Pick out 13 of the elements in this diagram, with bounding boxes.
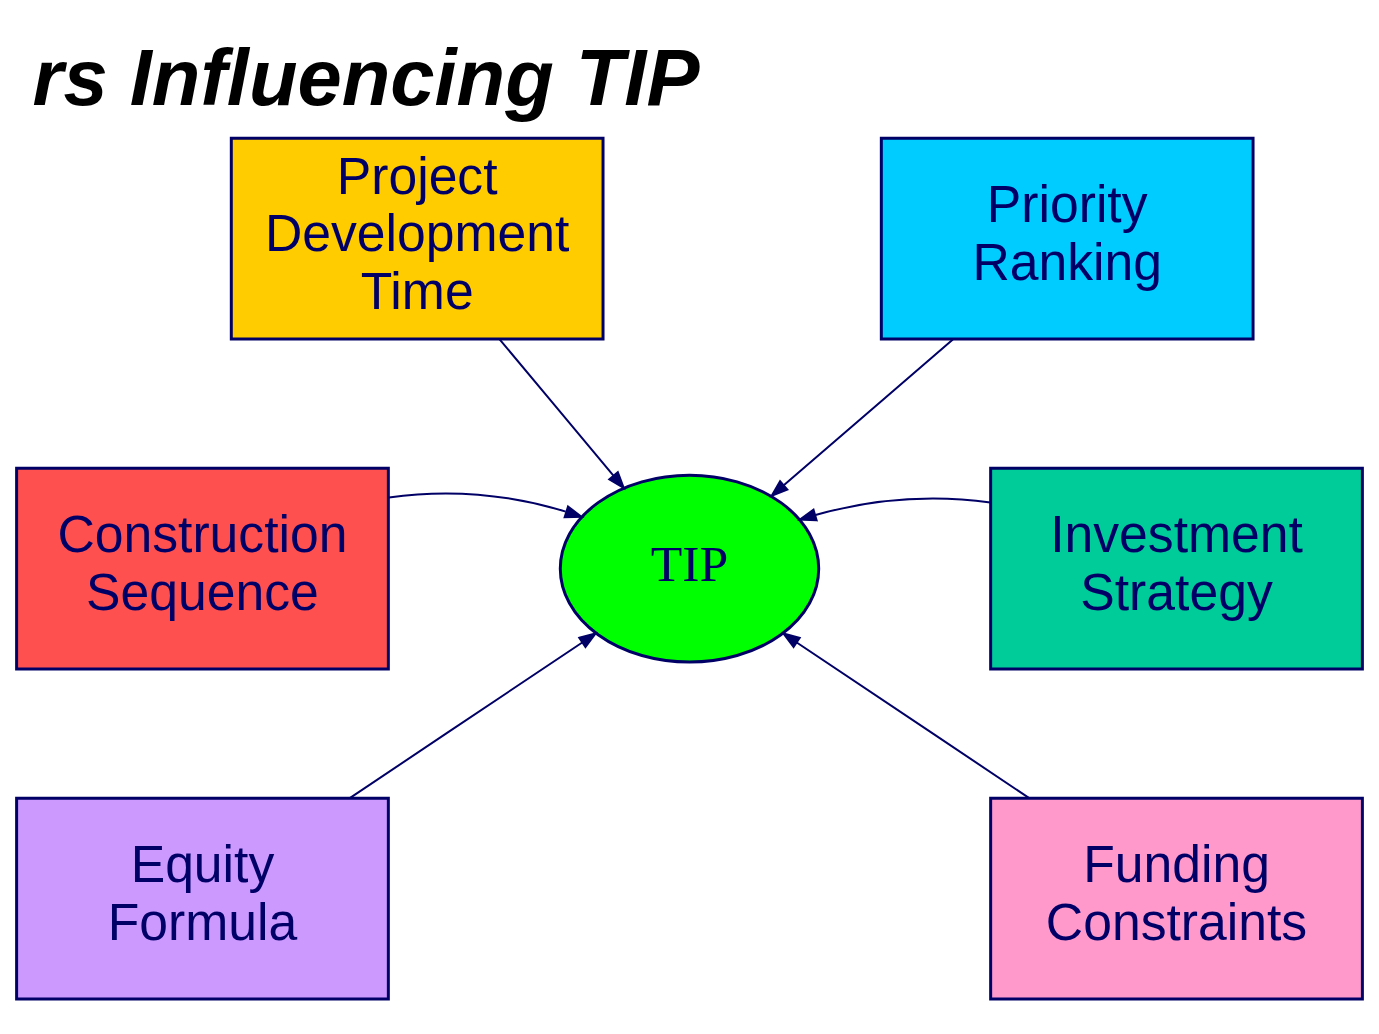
node-box: Project Development Time xyxy=(229,136,605,341)
node-box: Construction Sequence xyxy=(15,466,390,671)
arrow xyxy=(769,338,954,498)
arrow xyxy=(348,631,599,800)
node-box: Investment Strategy xyxy=(989,466,1364,671)
arrow xyxy=(796,497,992,522)
arrow xyxy=(498,338,626,491)
arrow xyxy=(780,631,1031,800)
node-box: Funding Constraints xyxy=(989,796,1364,1001)
arrow xyxy=(387,492,585,519)
diagram-title: rs Influencing TIP xyxy=(32,32,700,122)
node-box: Equity Formula xyxy=(15,796,390,1001)
node-box: Priority Ranking xyxy=(879,136,1255,341)
